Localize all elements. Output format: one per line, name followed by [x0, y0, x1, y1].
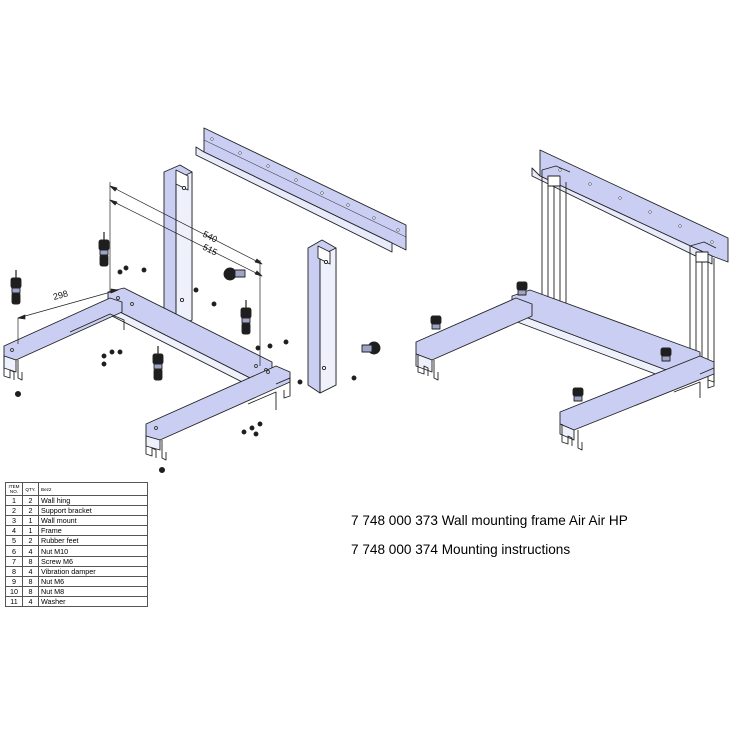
table-row: 9 8 Nut M6: [5, 575, 148, 587]
vibration-damper-3: [240, 300, 252, 335]
vibration-damper-2: [10, 270, 22, 305]
bom-qty: 2: [22, 505, 39, 517]
small-fasteners: [14, 265, 357, 474]
dimension-515: 515: [201, 242, 219, 258]
table-row: 8 4 Vibration damper: [5, 565, 148, 577]
bom-qty: 1: [22, 525, 39, 537]
bom-item-no: 1: [5, 494, 23, 507]
bom-qty: 4: [22, 595, 39, 608]
bom-item-no: 6: [5, 545, 23, 557]
bom-qty: 2: [22, 535, 39, 547]
bom-header-description: Bez2: [38, 482, 148, 496]
bom-header-item: ITEM NO.: [5, 482, 23, 496]
bom-header-qty: QTY.: [22, 482, 39, 496]
bom-qty: 2: [22, 494, 39, 507]
table-row: 6 4 Nut M10: [5, 545, 148, 557]
bom-qty: 1: [22, 515, 39, 527]
bom-qty: 8: [22, 575, 39, 587]
wall-hinge-right-exploded: [307, 239, 337, 394]
wall-hinge-left-exploded: [163, 164, 193, 329]
assembled-damper-4: [572, 387, 584, 402]
bom-description: Nut M6: [38, 575, 148, 587]
caption-wall-mounting-frame: 7 748 000 373 Wall mounting frame Air Ai…: [351, 513, 628, 528]
bom-item-no: 11: [5, 595, 23, 608]
bom-qty: 8: [22, 585, 39, 597]
bom-description: Nut M10: [38, 545, 148, 557]
bom-item-no: 7: [5, 555, 23, 567]
table-row: 11 4 Washer: [5, 595, 148, 608]
frame-left-arm-assembled: [415, 297, 533, 381]
bom-qty: 8: [22, 555, 39, 567]
bom-description: Screw M6: [38, 555, 148, 567]
table-row: 3 1 Wall mount: [5, 515, 148, 527]
frame-right-arm-assembled: [559, 355, 715, 451]
rubber-foot-1: [223, 267, 246, 281]
bom-item-no: 3: [5, 515, 23, 527]
rubber-foot-2: [361, 341, 381, 355]
bom-description: Rubber feet: [38, 535, 148, 547]
bom-item-no: 2: [5, 505, 23, 517]
bom-qty: 4: [22, 565, 39, 577]
table-row: 10 8 Nut M8: [5, 585, 148, 597]
wall-mount-rail-assembled: [531, 149, 729, 265]
bom-qty: 4: [22, 545, 39, 557]
bom-description: Wall mount: [38, 515, 148, 527]
bom-item-no: 4: [5, 525, 23, 537]
bom-description: Vibration damper: [38, 565, 148, 577]
table-row: 7 8 Screw M6: [5, 555, 148, 567]
bill-of-materials-table: ITEM NO. QTY. Bez2 1 2 Wall hing 2 2 Sup…: [5, 482, 148, 608]
bom-header-row: ITEM NO. QTY. Bez2: [5, 482, 148, 496]
bom-description: Frame: [38, 525, 148, 537]
table-row: 4 1 Frame: [5, 525, 148, 537]
bom-description: Nut M8: [38, 585, 148, 597]
table-row: 1 2 Wall hing: [5, 494, 148, 507]
bom-description: Support bracket: [38, 505, 148, 517]
dimension-540: 540: [201, 229, 219, 245]
dimension-298: 298: [52, 288, 69, 302]
vibration-damper-1: [98, 232, 110, 267]
frame-left-arm-exploded: [3, 297, 125, 381]
bom-item-no: 8: [5, 565, 23, 577]
table-row: 5 2 Rubber feet: [5, 535, 148, 547]
bom-item-no: 10: [5, 585, 23, 597]
assembled-damper-2: [430, 315, 442, 330]
caption-mounting-instructions: 7 748 000 374 Mounting instructions: [351, 542, 571, 557]
dimension-lines: [17, 182, 263, 366]
assembled-damper-1: [516, 281, 528, 296]
table-row: 2 2 Support bracket: [5, 505, 148, 517]
bom-item-no: 5: [5, 535, 23, 547]
vibration-damper-4: [152, 346, 164, 381]
bom-description: Wall hing: [38, 494, 148, 507]
bom-item-no: 9: [5, 575, 23, 587]
wall-mount-rail-exploded: [195, 127, 407, 253]
assembled-damper-3: [660, 347, 672, 362]
frame-right-arm-exploded: [145, 365, 291, 461]
bom-description: Washer: [38, 595, 148, 608]
